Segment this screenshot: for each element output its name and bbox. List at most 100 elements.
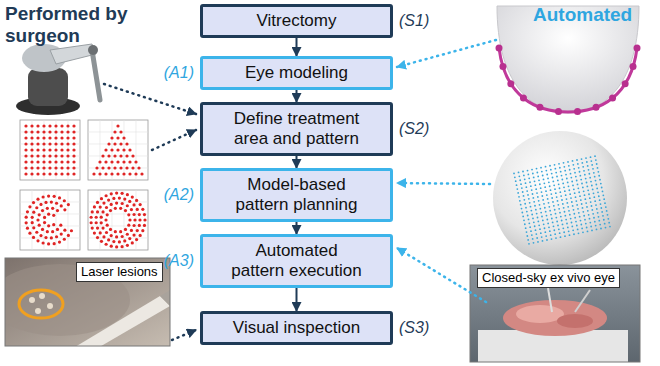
pattern-plots	[92, 172, 95, 175]
pattern-plots	[98, 160, 101, 163]
pattern-plots	[66, 130, 69, 133]
pattern-plots	[116, 124, 119, 127]
sphere-model	[550, 169, 552, 171]
haptic-device	[16, 44, 100, 115]
sphere-model	[529, 181, 531, 183]
pattern-plots	[30, 142, 33, 145]
pattern-plots	[141, 208, 144, 211]
sphere-model	[570, 218, 572, 220]
sphere-model	[590, 160, 592, 162]
sphere-model	[585, 157, 587, 159]
pattern-plots	[126, 193, 129, 196]
pattern-plots	[107, 166, 110, 169]
sphere-model	[562, 203, 564, 205]
laser-lesion-photo	[35, 308, 41, 314]
pattern-plots	[66, 124, 69, 127]
sphere-model	[590, 201, 592, 203]
eye-model	[593, 104, 600, 111]
sphere-model	[595, 184, 597, 186]
pattern-plots	[66, 160, 69, 163]
sphere-model	[566, 223, 568, 225]
pattern-plots	[42, 154, 45, 157]
sphere-model	[589, 177, 591, 179]
sphere-model	[554, 168, 556, 170]
sphere-model	[535, 229, 537, 231]
sphere-model	[551, 238, 553, 240]
pattern-plots	[32, 201, 35, 204]
pattern-plots	[128, 160, 131, 163]
pattern-plots	[102, 235, 105, 238]
pattern-plots	[72, 130, 75, 133]
sphere-model	[596, 229, 598, 231]
sphere-model	[567, 206, 569, 208]
sphere-model	[553, 205, 555, 207]
pattern-plots	[113, 142, 116, 145]
sphere-model	[597, 212, 599, 214]
sphere-model	[605, 206, 607, 208]
sphere-model	[546, 219, 548, 221]
sphere-model	[581, 183, 583, 185]
sphere-model	[609, 226, 611, 228]
pattern-plots	[54, 124, 57, 127]
sphere-model	[535, 233, 537, 235]
step-tag: (S3)	[399, 318, 429, 337]
sphere-model	[585, 223, 587, 225]
pattern-plots	[24, 142, 27, 145]
sphere-model	[587, 210, 589, 212]
group-heading: Performed by surgeon	[5, 3, 145, 47]
sphere-model	[519, 200, 521, 202]
sphere-model	[541, 195, 543, 197]
pattern-plots	[54, 148, 57, 151]
sphere-model	[599, 224, 601, 226]
sphere-model	[589, 218, 591, 220]
group-heading: Performed by surgeon	[5, 3, 145, 47]
dotted-leaders	[397, 40, 496, 67]
sphere-model	[569, 193, 571, 195]
step-tag: (S3)	[399, 318, 429, 337]
step-tag: (S2)	[399, 119, 429, 138]
step-tag: (S1)	[399, 11, 429, 30]
sphere-model	[565, 174, 567, 176]
ex-vivo-photo	[503, 300, 607, 336]
pattern-plots	[42, 172, 45, 175]
sphere-model	[580, 179, 582, 181]
process-box: Visual inspection	[200, 311, 393, 345]
sphere-model	[568, 185, 570, 187]
sphere-model	[565, 194, 567, 196]
sphere-model	[564, 211, 566, 213]
pattern-plots	[90, 216, 93, 219]
sphere-model	[557, 180, 559, 182]
pattern-plots	[104, 160, 107, 163]
sphere-model	[571, 181, 573, 183]
sphere-model	[552, 222, 554, 224]
eye-model	[574, 108, 581, 115]
sphere-model	[518, 196, 520, 198]
sphere-model	[518, 175, 520, 177]
sphere-model	[578, 167, 580, 169]
sphere-model	[555, 213, 557, 215]
sphere-model	[576, 159, 578, 161]
pattern-plots	[115, 235, 118, 238]
photo-caption: Closed-sky ex vivo eye	[477, 268, 620, 288]
sphere-model	[537, 176, 539, 178]
sphere-model	[546, 239, 548, 241]
pattern-plots	[52, 214, 55, 217]
pattern-plots	[125, 166, 128, 169]
sphere-model	[578, 232, 580, 234]
pattern-plots	[119, 130, 122, 133]
pattern-plots	[24, 136, 27, 139]
sphere-model	[592, 188, 594, 190]
sphere-model	[602, 215, 604, 217]
sphere-model	[591, 205, 593, 207]
sphere-model	[525, 182, 527, 184]
step-tag: (S2)	[399, 119, 429, 138]
sphere-model	[567, 182, 569, 184]
sphere-model	[575, 196, 577, 198]
sphere-model	[582, 231, 584, 233]
pattern-plots	[139, 203, 142, 206]
pattern-plots	[110, 172, 113, 175]
pattern-plots	[96, 201, 99, 204]
sphere-model	[524, 203, 526, 205]
sphere-model	[607, 214, 609, 216]
pattern-plots	[26, 210, 29, 213]
